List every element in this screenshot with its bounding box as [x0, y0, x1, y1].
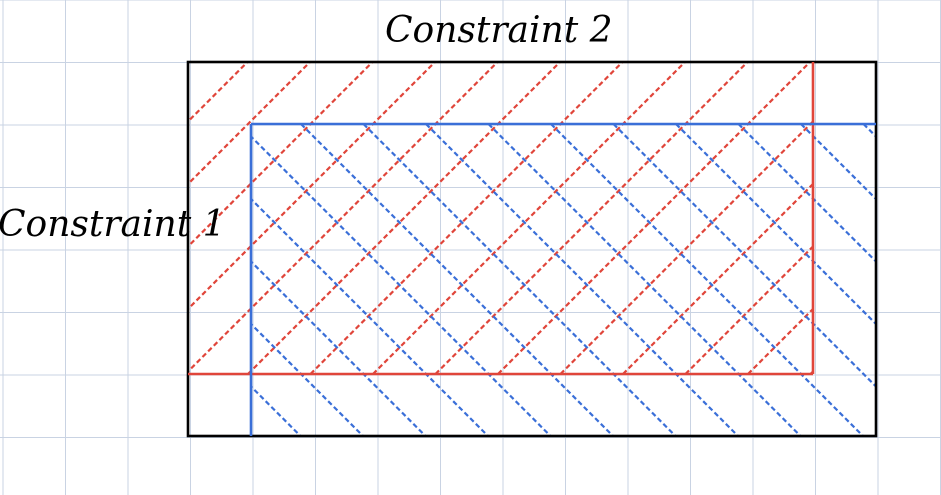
constraint-1-hatch-line — [0, 124, 133, 456]
constraint-2-hatching — [188, 42, 941, 374]
constraint-1-hatch-line — [251, 384, 303, 436]
constraint-1-hatch-line — [487, 124, 803, 436]
constraint-1-hatch-line — [251, 259, 428, 436]
constraint-2-hatch-line — [247, 62, 562, 374]
constraint-2-hatch-line — [873, 42, 941, 374]
constraint-2-hatch-line — [747, 307, 813, 374]
constraint-1-hatch-line — [251, 197, 490, 436]
constraint-1-hatch-line — [251, 322, 365, 436]
constraint-2-hatch-line — [188, 62, 375, 249]
constraint-2-hatch-line — [559, 119, 813, 374]
constraint-2-hatch-line — [188, 62, 437, 311]
constraint-1-hatch-line — [425, 124, 740, 436]
constraint-2-hatch-line — [622, 182, 813, 374]
constraint-2-label: Constraint 2 — [385, 10, 613, 51]
constraint-1-hatch-line — [0, 124, 196, 456]
constraint-1-hatching — [0, 124, 941, 456]
constraint-1-hatch-line — [800, 124, 876, 201]
constraint-1-hatch-line — [0, 124, 8, 456]
outer-boundary — [186, 60, 878, 438]
constraint-2-hatch-line — [188, 62, 500, 374]
constraint-2-hatch-line — [497, 62, 812, 374]
constraint-2-hatch-line — [434, 62, 750, 374]
constraint-1-label: Constraint 1 — [0, 204, 226, 245]
constraint-1-hatch-line — [612, 124, 876, 389]
constraint-1-hatch-line — [300, 124, 615, 436]
constraint-2-hatch-line — [372, 62, 687, 374]
constraint-1-hatch-line — [675, 124, 876, 326]
constraint-1-hatch-line — [0, 124, 71, 456]
constraint-1-hatch-line — [926, 124, 941, 456]
constraint-1-hatch-line — [737, 124, 876, 264]
region-borders — [186, 60, 878, 438]
constraint-2-hatch-line — [309, 62, 625, 374]
constraint-1-hatch-line — [362, 124, 678, 436]
constraint-1-hatch-line — [251, 134, 553, 436]
constraint-1-hatch-line — [0, 124, 258, 456]
constraint-1-hatch-line — [550, 124, 865, 436]
